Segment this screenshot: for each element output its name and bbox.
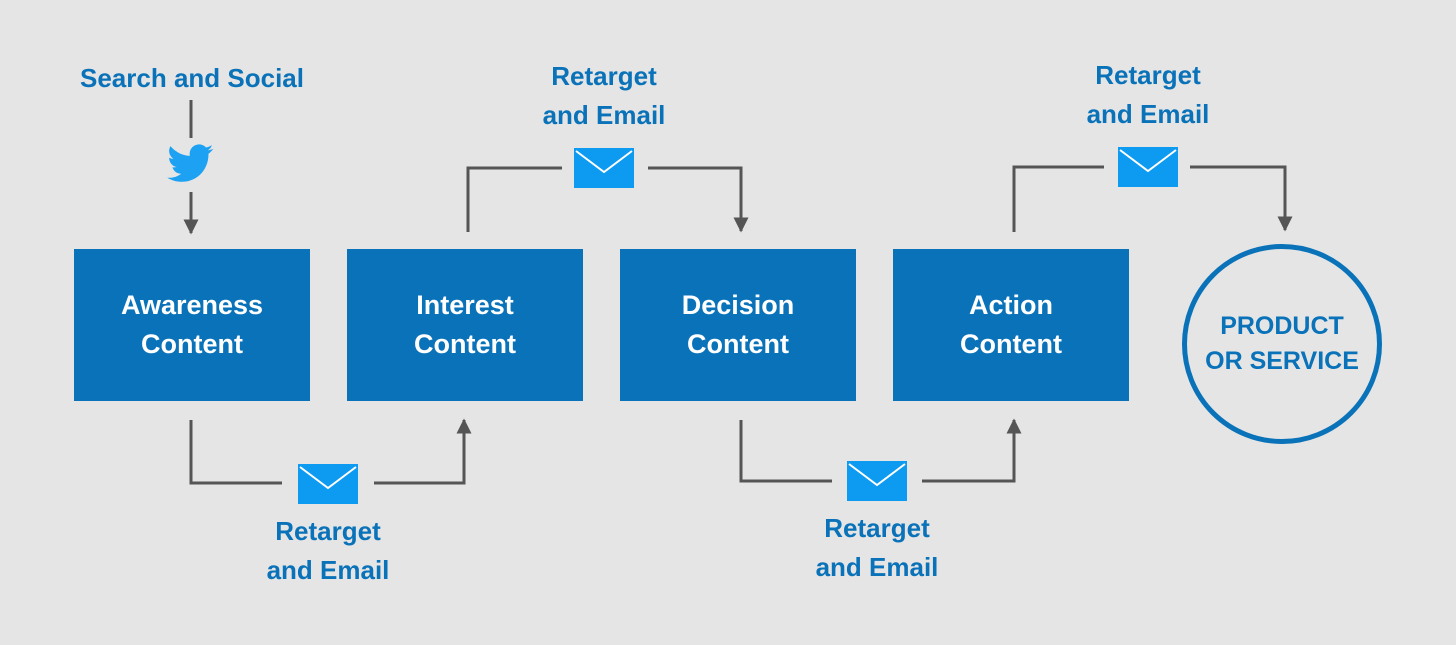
envelope-icon (1117, 146, 1179, 188)
stage-label-line2: Content (960, 329, 1062, 359)
loop-connector-4 (1012, 165, 1104, 232)
loop-arrow-3 (922, 418, 1022, 483)
loop-connector-2 (466, 166, 562, 232)
loop-arrow-1 (374, 418, 472, 485)
goal-label: PRODUCT OR SERVICE (1205, 309, 1359, 379)
stage-label-line1: Awareness (120, 290, 264, 320)
retarget-label-4: Retarget and Email (1058, 56, 1238, 134)
envelope-icon (846, 460, 908, 502)
twitter-bird-icon (167, 144, 214, 182)
retarget-line1: Retarget (1095, 60, 1201, 90)
stage-label-line1: Decision (681, 290, 795, 320)
stage-awareness: Awareness Content (74, 249, 310, 401)
retarget-label-2: Retarget and Email (514, 57, 694, 135)
retarget-label-3: Retarget and Email (787, 509, 967, 587)
stage-label: Interest Content (365, 286, 565, 364)
retarget-label-1: Retarget and Email (238, 512, 418, 590)
goal-label-line1: PRODUCT (1220, 312, 1344, 340)
loop-connector-1 (189, 420, 282, 485)
source-label-text: Search and Social (80, 63, 304, 93)
stage-label-line1: Action (969, 290, 1053, 320)
stage-label: Awareness Content (92, 286, 292, 364)
stage-label-line1: Interest (416, 290, 514, 320)
loop-connector-3 (739, 420, 832, 483)
stage-label-line2: Content (414, 329, 516, 359)
envelope-icon (297, 463, 359, 505)
retarget-line2: and Email (815, 552, 939, 582)
retarget-line2: and Email (542, 100, 666, 130)
retarget-line2: and Email (266, 555, 390, 585)
stage-label-line2: Content (141, 329, 243, 359)
source-label: Search and Social (60, 59, 324, 98)
stage-decision: Decision Content (620, 249, 856, 401)
stage-label-line2: Content (687, 329, 789, 359)
loop-arrow-2 (648, 166, 749, 233)
stage-interest: Interest Content (347, 249, 583, 401)
product-or-service-circle: PRODUCT OR SERVICE (1182, 244, 1382, 444)
stage-label: Decision Content (638, 286, 838, 364)
retarget-line1: Retarget (824, 513, 930, 543)
stage-action: Action Content (893, 249, 1129, 401)
stage-label: Action Content (911, 286, 1111, 364)
retarget-line1: Retarget (275, 516, 381, 546)
retarget-line1: Retarget (551, 61, 657, 91)
retarget-line2: and Email (1086, 99, 1210, 129)
loop-arrow-4 (1190, 165, 1293, 232)
envelope-icon (573, 147, 635, 189)
goal-label-line2: OR SERVICE (1205, 347, 1359, 375)
